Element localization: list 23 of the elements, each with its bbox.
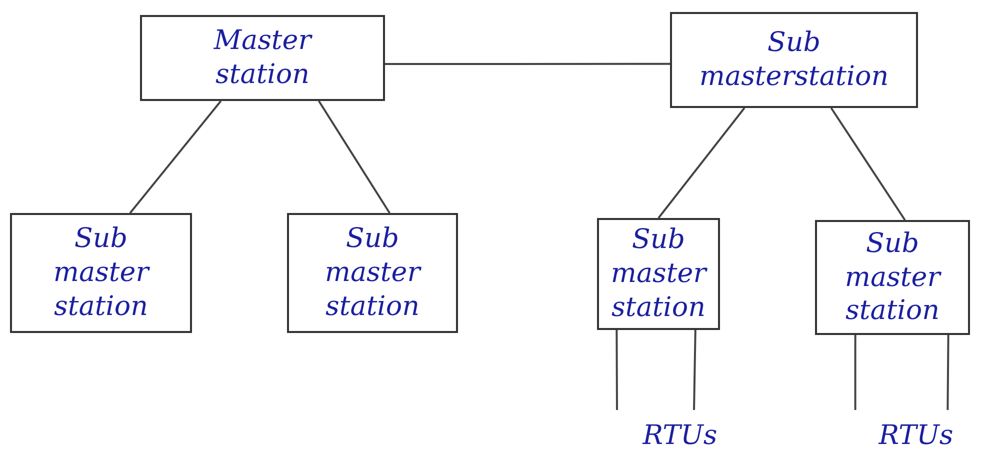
node-label: RTUs	[642, 419, 718, 453]
station-box	[815, 220, 970, 335]
connector-line	[385, 62, 670, 66]
node-label: Sub master station	[324, 222, 422, 324]
node-label: Sub masterstation	[698, 26, 890, 94]
connector-line	[854, 335, 856, 410]
connector-line	[616, 330, 618, 410]
station-box	[597, 218, 720, 330]
connector-line	[129, 100, 222, 214]
connector-line	[318, 100, 390, 214]
node-label: Master station	[212, 24, 314, 92]
station-box	[140, 15, 385, 101]
connector-line	[693, 330, 696, 410]
station-box	[670, 12, 918, 108]
connector-line	[658, 107, 746, 219]
node-label: RTUs	[878, 419, 954, 453]
node-label: Sub master station	[844, 226, 942, 328]
node-label: Sub master station	[52, 222, 151, 324]
station-box	[10, 213, 192, 333]
connector-line	[946, 335, 950, 410]
station-box	[287, 213, 458, 333]
connector-line	[830, 107, 906, 221]
node-label: Sub master station	[610, 223, 708, 325]
